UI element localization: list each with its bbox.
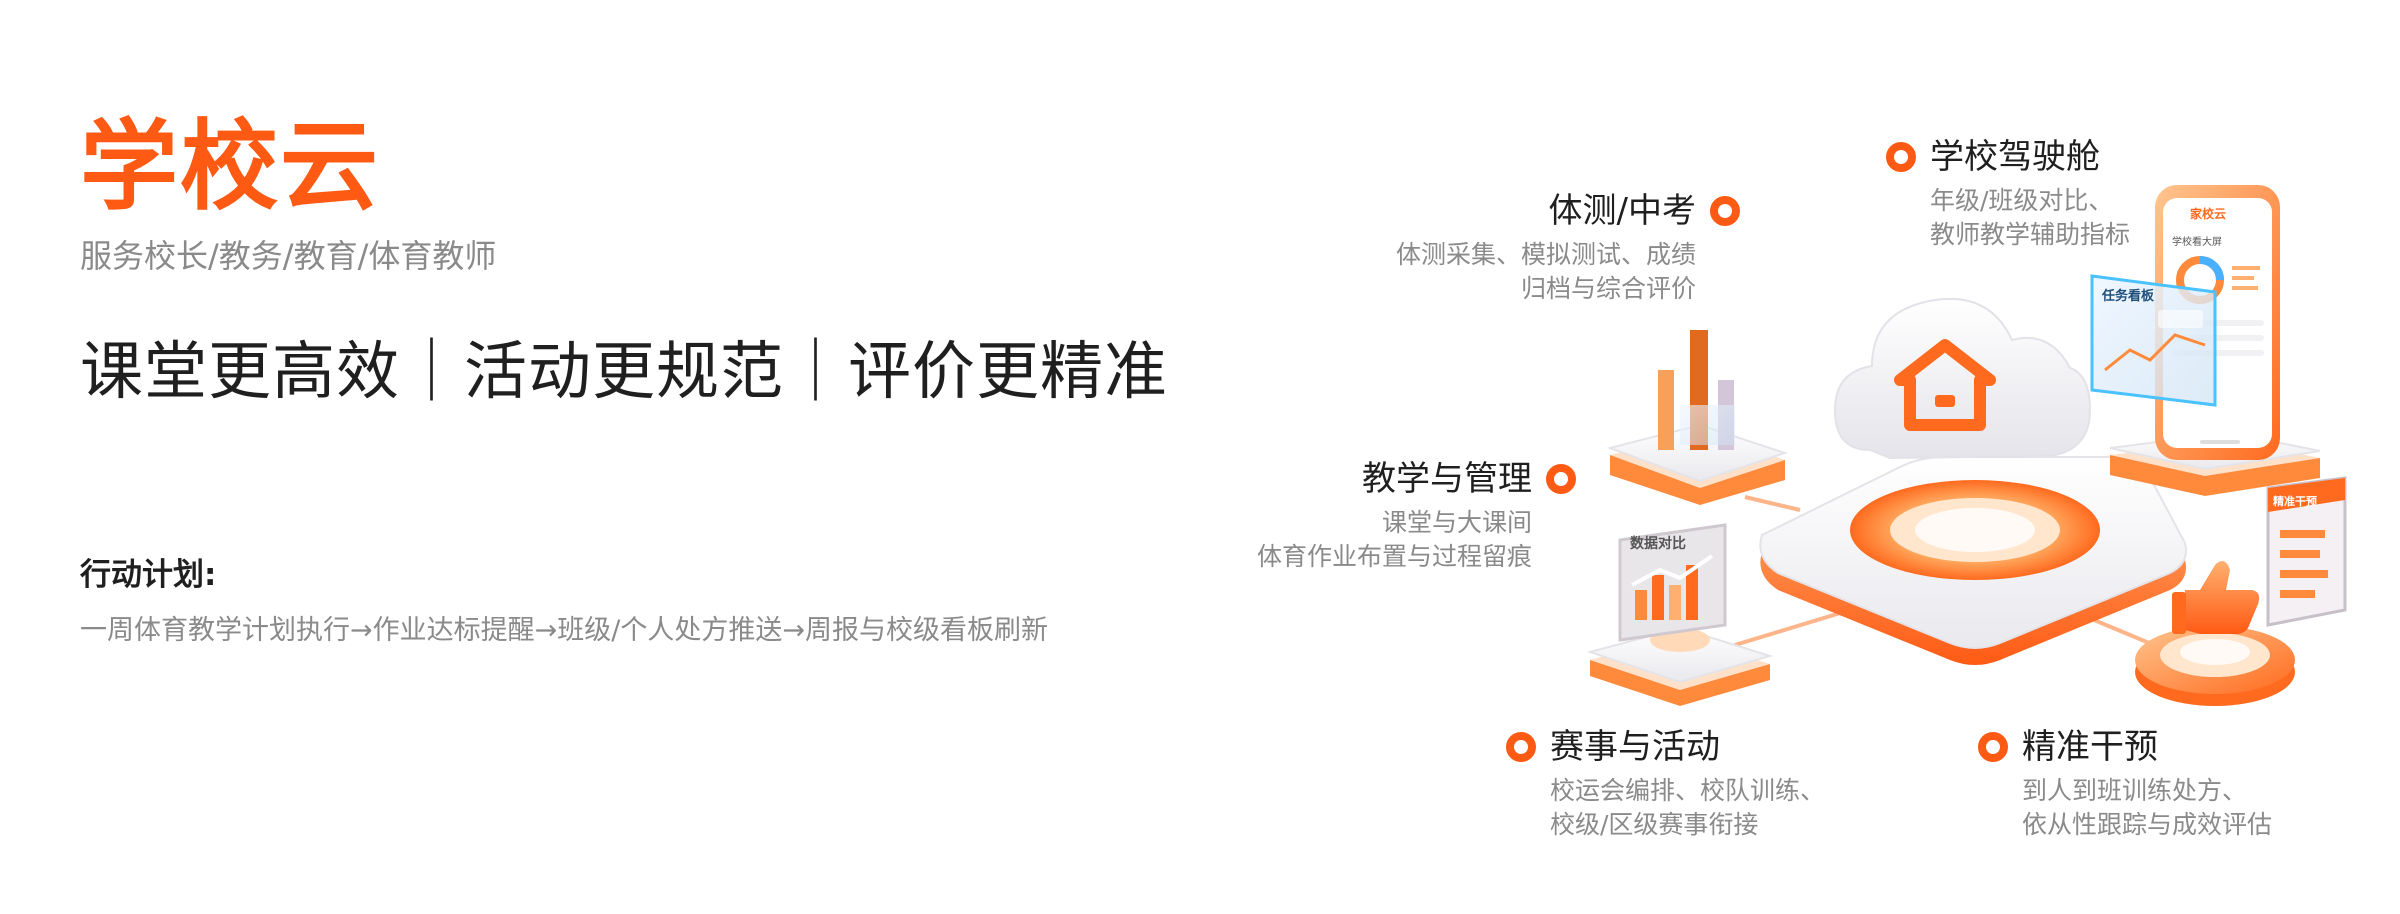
task-board-label: 任务看板: [2101, 288, 2155, 303]
bar-chart-icon: [1606, 330, 1789, 505]
phone-header: 家校云: [2190, 206, 2226, 221]
feature-desc-line: 依从性跟踪与成效评估: [2022, 810, 2273, 839]
feature-desc-line: 到人到班训练处方、: [2022, 776, 2248, 805]
hero-text-block: 学校云 服务校长/教务/教育/体育教师 课堂更高效｜活动更规范｜评价更精准 行动…: [80, 0, 1167, 914]
brand-title: 学校云: [80, 110, 381, 224]
feature-desc-line: 课堂与大课间: [1381, 508, 1532, 537]
feature-title: 体测/中考: [1548, 191, 1696, 231]
slogan: 课堂更高效｜活动更规范｜评价更精准: [80, 335, 1168, 408]
calendar-icon: 精准干预: [2266, 476, 2347, 627]
feature-title: 赛事与活动: [1550, 727, 1720, 767]
thumbs-up-icon: [2135, 561, 2295, 706]
feature-title: 教学与管理: [1362, 459, 1532, 499]
brand-subtitle: 服务校长/教务/教育/体育教师: [80, 237, 497, 275]
feature-desc-line: 归档与综合评价: [1520, 274, 1696, 303]
action-plan-title: 行动计划:: [80, 557, 217, 593]
intervention-card-label: 精准干预: [2273, 494, 2317, 508]
data-compare-label: 数据对比: [1630, 535, 1686, 551]
ring-bullet-icon: [1978, 732, 2008, 762]
task-board-card: 任务看板: [2090, 274, 2217, 407]
data-compare-card: 数据对比: [1586, 523, 1774, 706]
feature-desc-line: 年级/班级对比、: [1930, 186, 2114, 215]
feature-title: 精准干预: [2022, 727, 2158, 767]
ring-bullet-icon: [1710, 196, 1740, 226]
cloud-school-icon: [1833, 297, 2092, 460]
phone-sub: 学校看大屏: [2172, 235, 2222, 248]
feature-desc-line: 体测采集、模拟测试、成绩: [1395, 240, 1696, 269]
central-platform: [1759, 456, 2187, 665]
feature-desc-line: 教师教学辅助指标: [1930, 220, 2131, 249]
feature-events-activities: 赛事与活动 校运会编排、校队训练、 校级/区级赛事衔接: [1506, 730, 1825, 842]
feature-teaching-management: 教学与管理 课堂与大课间 体育作业布置与过程留痕: [1257, 462, 1576, 574]
feature-desc-line: 体育作业布置与过程留痕: [1256, 542, 1532, 571]
feature-title: 学校驾驶舱: [1930, 137, 2100, 177]
ring-bullet-icon: [1886, 142, 1916, 172]
ring-bullet-icon: [1546, 464, 1576, 494]
action-plan-text: 一周体育教学计划执行→作业达标提醒→班级/个人处方推送→周报与校级看板刷新: [80, 615, 1048, 646]
feature-desc-line: 校级/区级赛事衔接: [1550, 810, 1759, 839]
connector-lines: [1734, 476, 2191, 662]
phone-icon: 家校云 学校看大屏: [2109, 185, 2321, 496]
feature-pe-exam: 体测/中考 体测采集、模拟测试、成绩 归档与综合评价: [1396, 194, 1740, 306]
feature-desc-line: 校运会编排、校队训练、: [1550, 776, 1826, 805]
ring-bullet-icon: [1506, 732, 1536, 762]
feature-precision-intervention: 精准干预 到人到班训练处方、 依从性跟踪与成效评估: [1978, 730, 2272, 842]
feature-school-cockpit: 学校驾驶舱 年级/班级对比、 教师教学辅助指标: [1886, 140, 2130, 252]
